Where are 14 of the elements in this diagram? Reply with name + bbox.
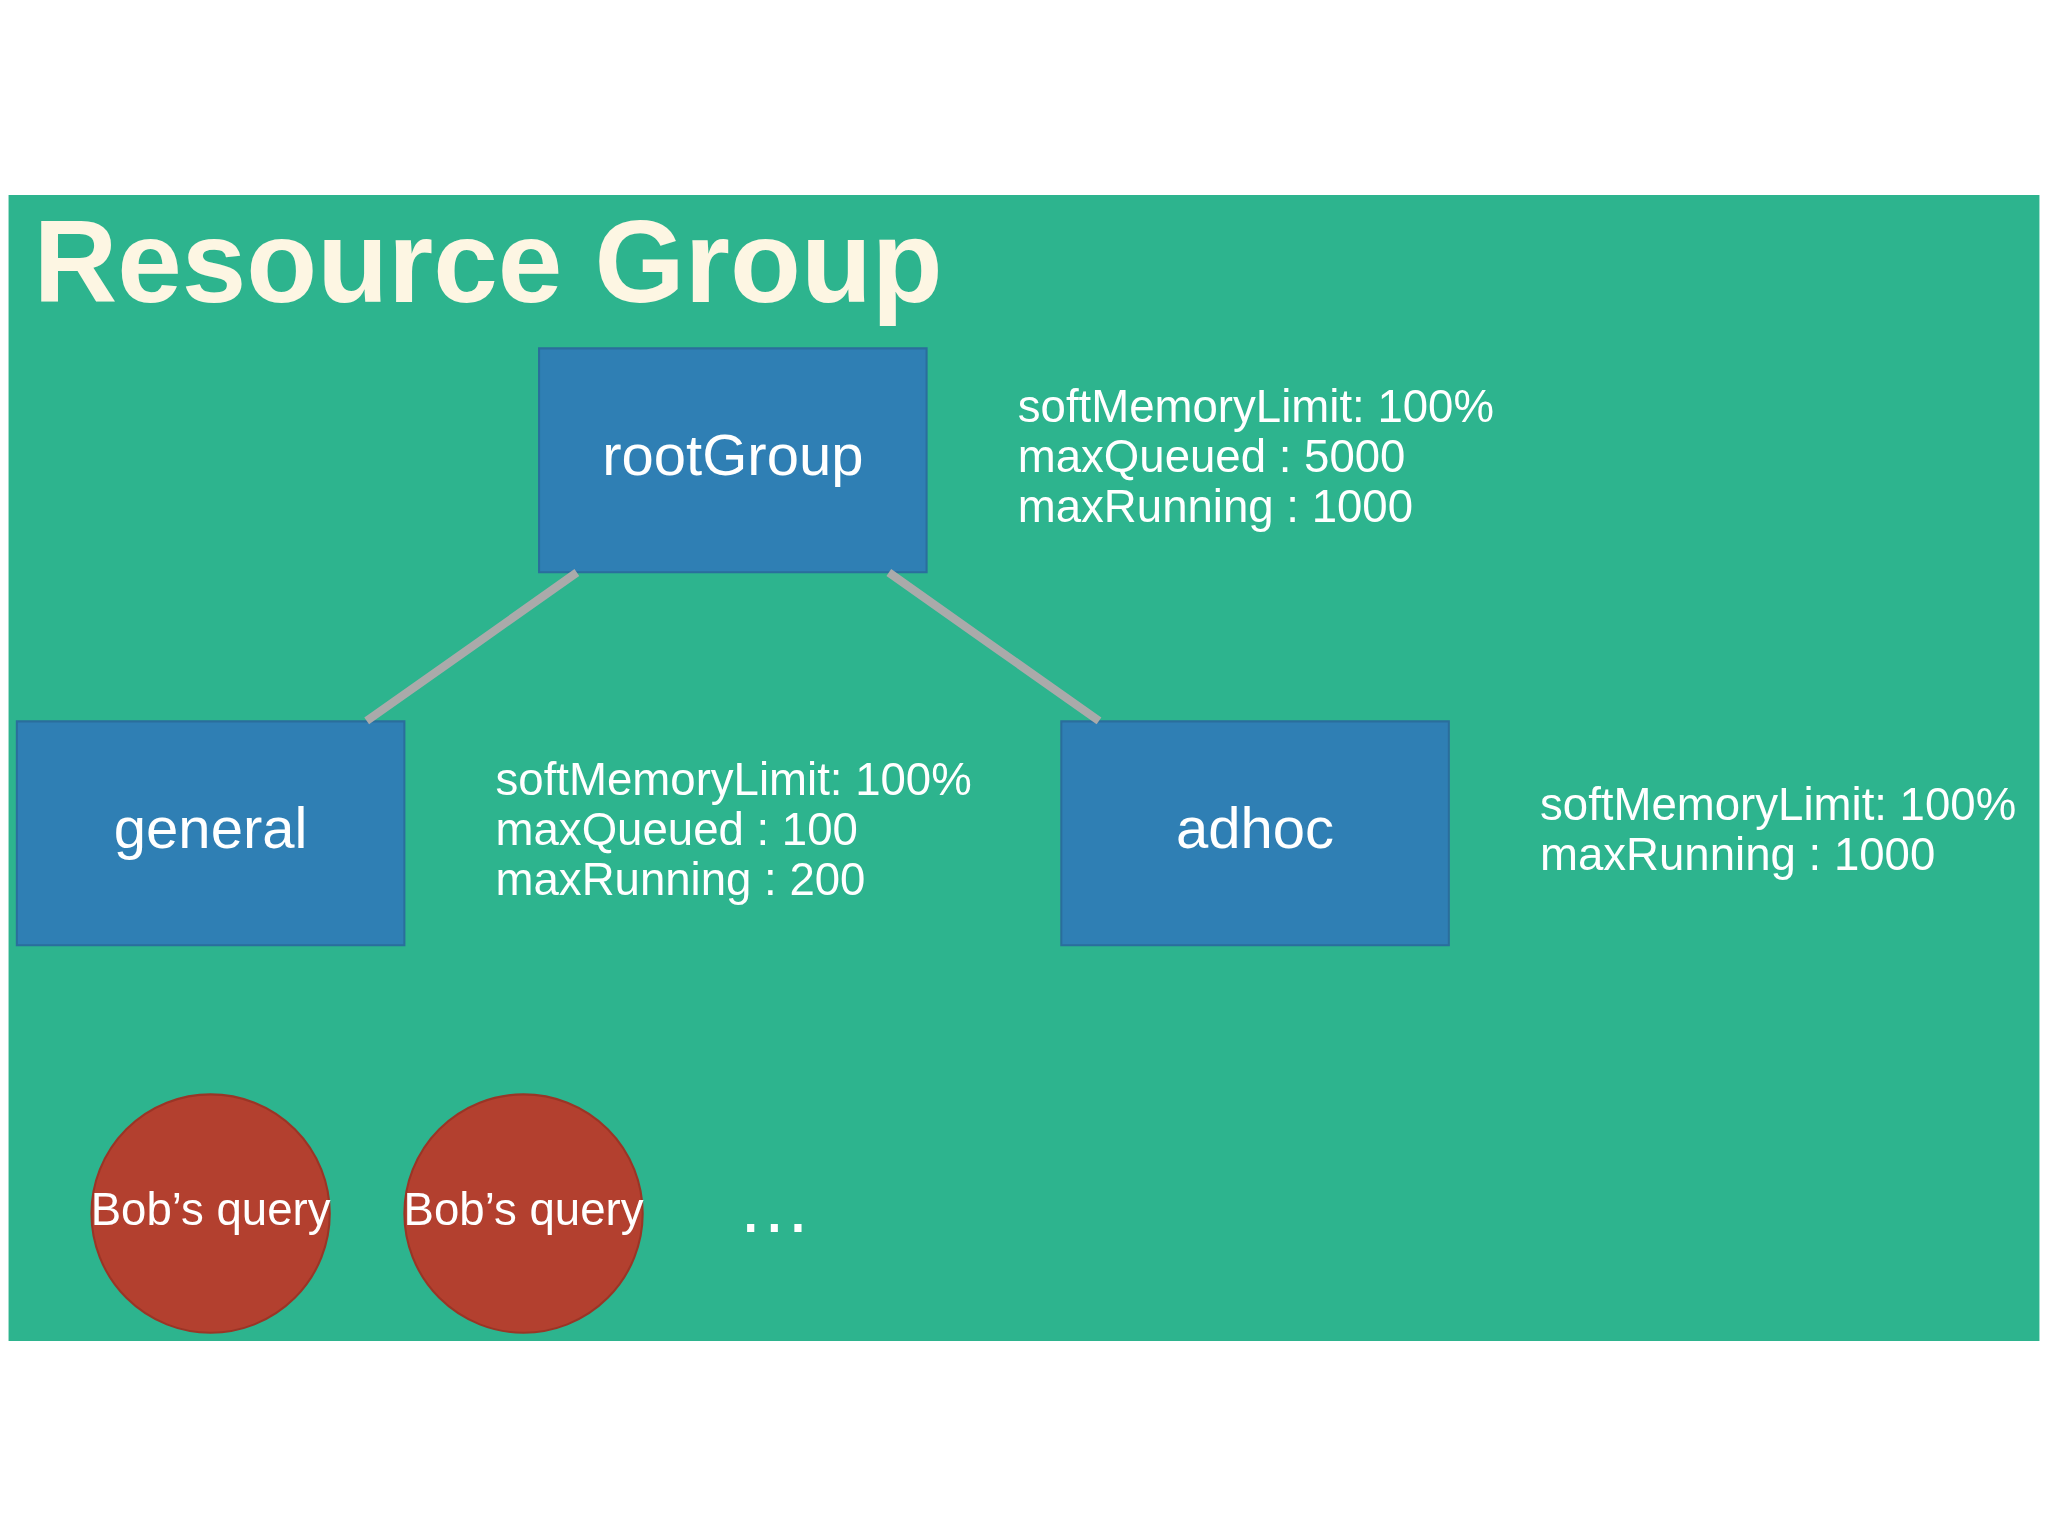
label: … (736, 1163, 812, 1248)
connector (886, 569, 1102, 725)
node-circle: Bob’s query (403, 1093, 644, 1334)
node-label: softMemoryLimit: 100% (1017, 381, 1494, 433)
node-label: softMemoryLimit: 100% (495, 754, 972, 806)
node-box: adhoc (1060, 720, 1450, 947)
node-circle: Bob’s query (90, 1093, 331, 1334)
diagram-title: Resource Group (33, 197, 943, 328)
node-label: maxRunning : 200 (495, 853, 866, 905)
node-box: general (15, 720, 406, 947)
node-label: maxRunning : 1000 (1017, 480, 1414, 532)
node-box: rootGroup (538, 347, 928, 574)
node-label: softMemoryLimit: 100% (1540, 779, 2017, 831)
connector (364, 569, 580, 725)
